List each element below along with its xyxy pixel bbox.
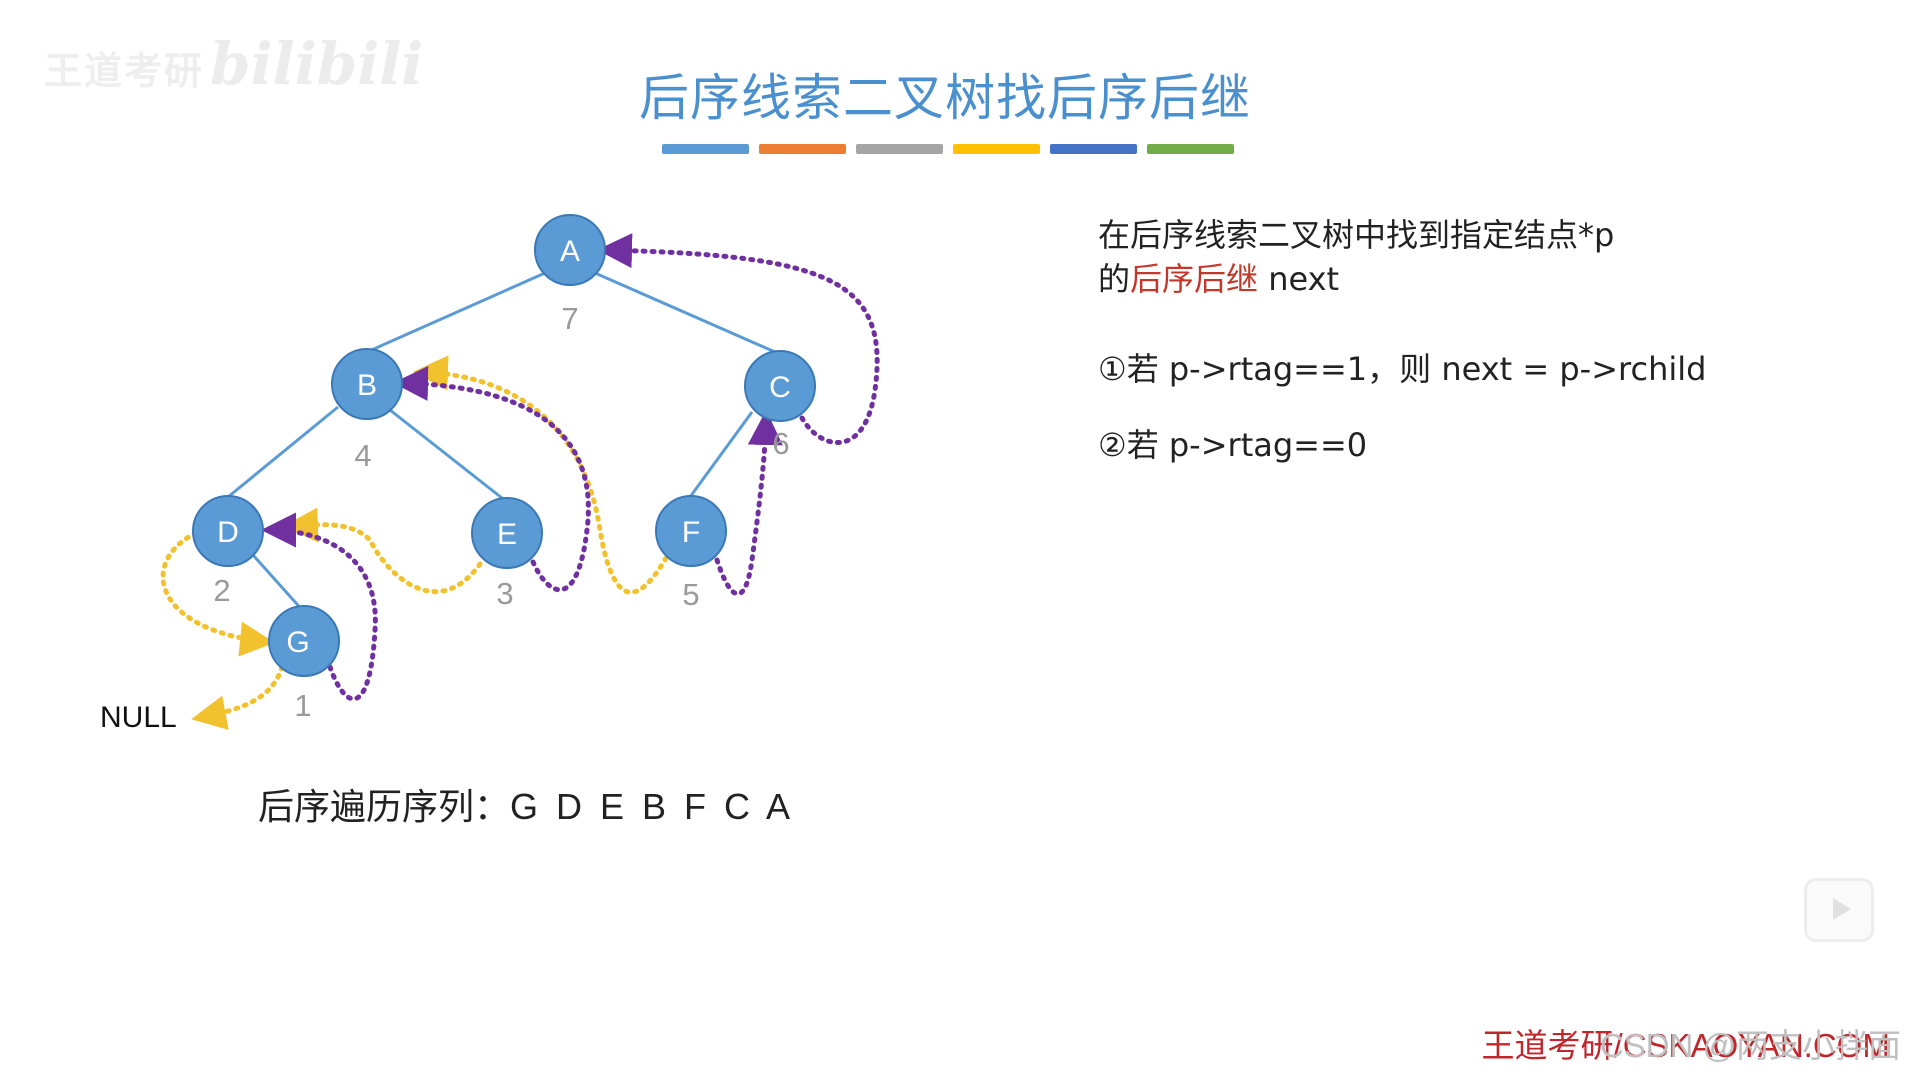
rule-rtag-1: ①若 p->rtag==1，则 next = p->rchild <box>1098 350 1707 388</box>
description-line-1: 在后序线索二叉树中找到指定结点*p <box>1098 216 1615 254</box>
node-circle <box>268 605 340 677</box>
thread-e-to-d <box>283 507 483 595</box>
thread-f-to-b <box>413 355 669 595</box>
tree-node-e[interactable]: E 3 <box>471 497 543 611</box>
node-label: C <box>769 371 791 404</box>
node-label: D <box>217 516 239 549</box>
color-bar <box>1050 144 1137 154</box>
footer-overlay: CSDN @两支小拌面 <box>1599 1027 1901 1064</box>
edge-b-d <box>227 405 339 499</box>
edge-c-f <box>688 411 754 498</box>
sequence-label: 后序遍历序列： <box>258 787 511 828</box>
tree-node-d[interactable]: D 2 <box>192 495 264 608</box>
slide-title: 后序线索二叉树找后序后继 <box>639 69 1251 127</box>
node-label: G <box>286 626 309 659</box>
watermark-logo-text: 王道考研 <box>44 49 205 93</box>
sequence-value: G D E B F C A <box>510 786 795 827</box>
edge-d-g <box>251 553 306 614</box>
node-label: B <box>357 369 377 402</box>
node-label: E <box>497 518 517 551</box>
thread-e-to-b <box>393 366 591 593</box>
order-number: 2 <box>213 573 230 608</box>
thread-c-to-a <box>597 233 880 446</box>
order-number: 3 <box>496 576 513 611</box>
bilibili-watermark: bilibili <box>210 30 424 98</box>
footer-watermark: 王道考研/CSKAOYAN.COMCSDN @两支小拌面 <box>1482 1019 1901 1067</box>
thread-arrows <box>160 233 880 730</box>
color-bar <box>953 144 1040 154</box>
tree-nodes: A 7 B 4 C 6 D 2 E 3 <box>192 214 816 723</box>
null-label: NULL <box>100 701 177 734</box>
thread-g-to-null <box>191 664 285 730</box>
order-number: 4 <box>354 438 371 473</box>
tree-node-c[interactable]: C 6 <box>744 350 816 461</box>
node-circle <box>471 497 543 569</box>
description-line-2: 的后序后继 next <box>1098 254 1339 300</box>
order-number: 7 <box>561 301 578 336</box>
color-bar <box>856 144 943 154</box>
order-number: 1 <box>294 688 311 723</box>
postorder-successor-highlight: 后序后继 <box>1130 260 1259 298</box>
footer-site: 王道考研/CSKAOYAN.COM <box>1481 1027 1890 1064</box>
tree-node-b[interactable]: B 4 <box>331 348 403 473</box>
title-color-bars <box>662 144 1234 154</box>
order-number: 6 <box>772 426 789 461</box>
tree-node-g[interactable]: G 1 <box>268 605 340 723</box>
thread-f-to-c <box>714 410 783 597</box>
edge-a-b <box>366 271 546 354</box>
color-bar <box>662 144 749 154</box>
description-prefix: 的 <box>1098 260 1131 298</box>
node-label: F <box>682 516 700 549</box>
edge-a-c <box>594 271 776 354</box>
edge-b-e <box>389 408 508 504</box>
node-circle <box>534 214 606 286</box>
order-number: 5 <box>682 577 699 612</box>
thread-d-to-g <box>160 530 275 657</box>
rule-rtag-0: ②若 p->rtag==0 <box>1098 426 1368 464</box>
node-circle <box>655 495 727 567</box>
color-bar <box>1147 144 1234 154</box>
node-circle <box>192 495 264 567</box>
tree-node-a[interactable]: A 7 <box>534 214 606 336</box>
play-icon[interactable] <box>1804 878 1874 942</box>
thread-g-to-d <box>261 512 378 702</box>
node-circle <box>331 348 403 420</box>
postorder-sequence: 后序遍历序列：G D E B F C A <box>258 778 794 830</box>
description-suffix: next <box>1258 260 1340 298</box>
node-label: A <box>560 235 580 268</box>
node-circle <box>744 350 816 422</box>
color-bar <box>759 144 846 154</box>
tree-node-f[interactable]: F 5 <box>655 495 727 612</box>
tree-edges <box>227 271 776 614</box>
